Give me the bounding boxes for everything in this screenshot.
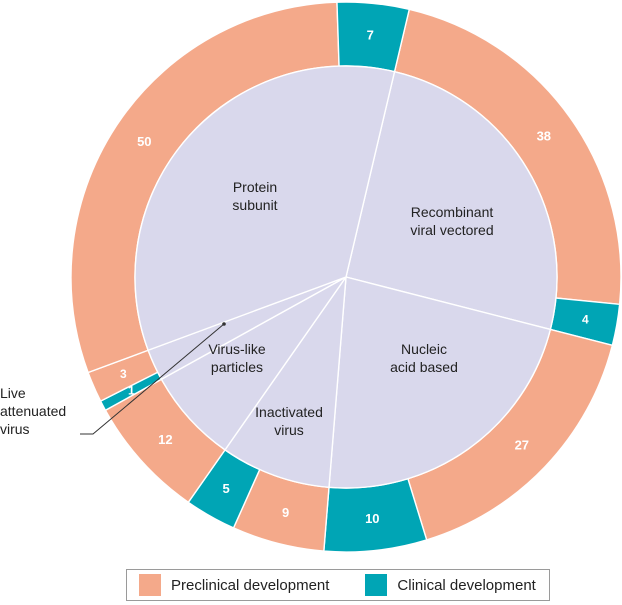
value-label-nucleic-acid-based-clinical: 10 — [365, 511, 379, 526]
value-label-protein-subunit-preclinical: 50 — [137, 134, 151, 149]
value-label-nucleic-acid-based-preclinical: 27 — [515, 437, 529, 452]
value-label-live-attenuated-virus-clinical: 1 — [128, 384, 135, 398]
outer-ring — [70, 1, 622, 553]
pie-slice-nucleic-acid-based — [328, 276, 552, 489]
value-label-protein-subunit-clinical: 7 — [367, 28, 374, 43]
value-labels: 38 4 27 10 9 5 12 13 50 7 — [120, 28, 589, 526]
pie-slice-recombinant-viral-vectored — [345, 70, 558, 331]
value-label-inactivated-virus-preclinical: 9 — [282, 505, 289, 520]
value-label-virus-like-particles-preclinical: 12 — [158, 432, 172, 447]
value-label-recombinant-viral-vectored-clinical: 4 — [582, 312, 589, 326]
value-label-inactivated-virus-clinical: 5 — [222, 481, 229, 496]
legend-item-preclinical: Preclinical development — [139, 574, 329, 596]
legend-item-clinical: Clinical development — [365, 574, 536, 596]
pie-slice-inactivated-virus — [224, 274, 347, 489]
value-label-live-attenuated-virus-preclinical: 3 — [120, 367, 127, 381]
legend: Preclinical development Clinical develop… — [126, 569, 550, 601]
value-label-recombinant-viral-vectored-preclinical: 38 — [537, 128, 551, 143]
leader-line-live-attenuated-virus — [80, 323, 225, 435]
leader-dot-live-attenuated-virus — [222, 322, 226, 326]
legend-label-clinical: Clinical development — [397, 576, 536, 594]
legend-label-preclinical: Preclinical development — [171, 576, 330, 594]
inner-pie — [134, 65, 558, 489]
legend-swatch-preclinical — [139, 574, 161, 596]
legend-swatch-clinical — [365, 574, 388, 596]
pie-slice-protein-subunit — [134, 65, 396, 352]
